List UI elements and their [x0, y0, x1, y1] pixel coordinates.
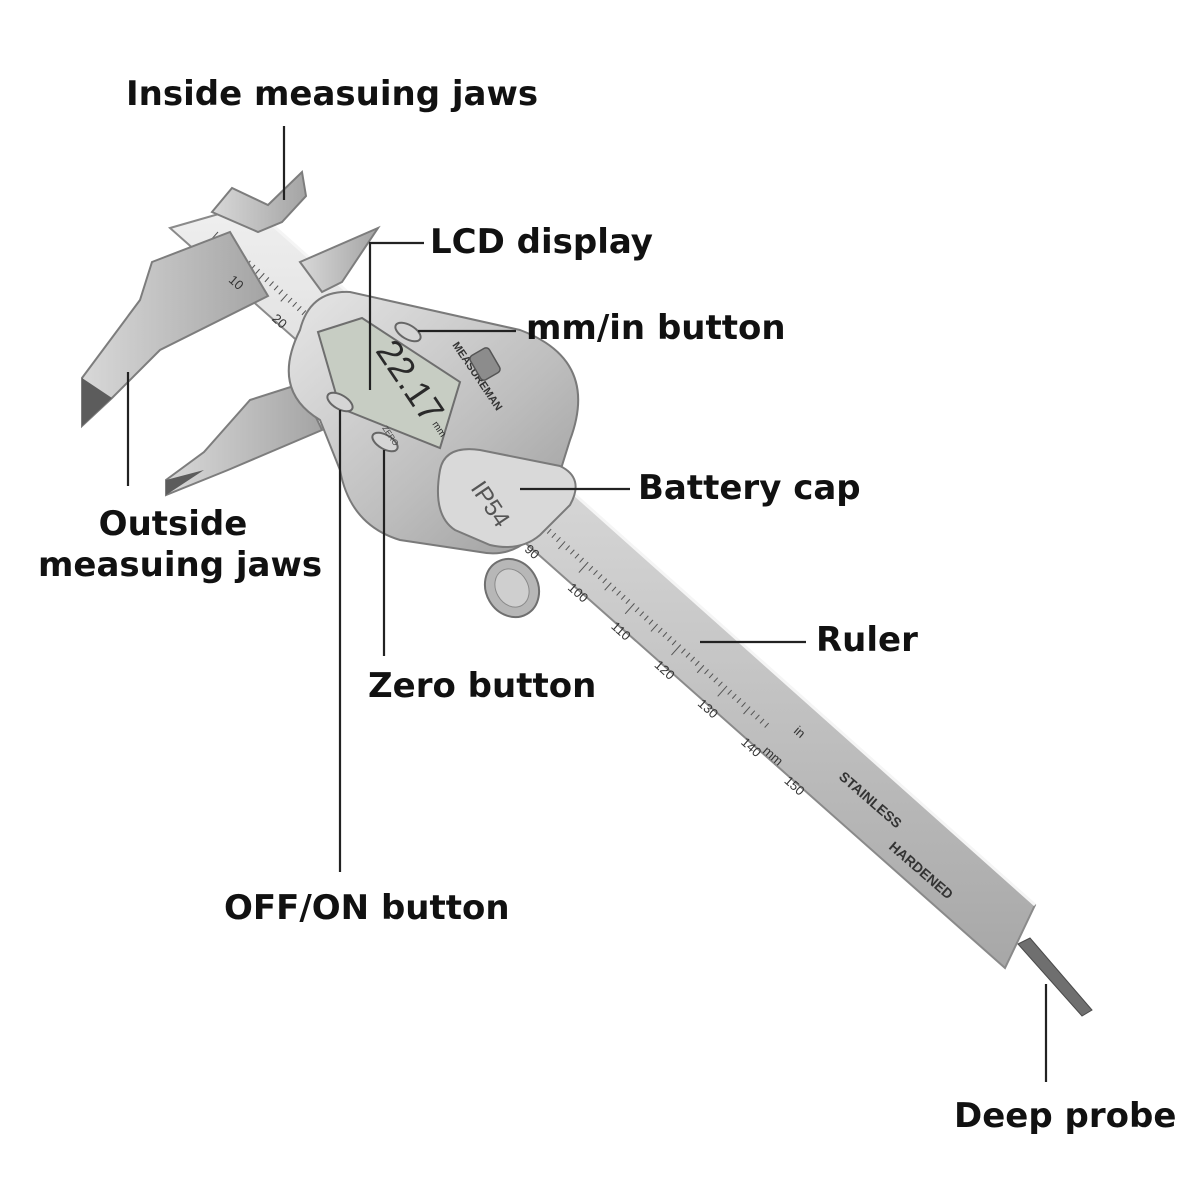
ruler-tick: [731, 693, 737, 699]
ruler-tick: [759, 718, 765, 724]
ruler-tick: [681, 648, 686, 654]
leader-lcd-display: [368, 241, 424, 390]
ruler-tick: [717, 685, 728, 697]
ruler-tick: [597, 574, 603, 580]
ruler-tick: [278, 289, 284, 295]
ruler-tick: [565, 545, 571, 551]
label-lcd-display: LCD display: [430, 222, 653, 262]
ruler-tick: [558, 541, 566, 550]
ruler-tick: [255, 268, 261, 274]
ruler-tick: [264, 277, 270, 283]
ruler-tick: [287, 297, 293, 303]
thumb-wheel-face: [494, 568, 530, 608]
sliding-jaw-face: [166, 470, 204, 495]
mm-in-button[interactable]: [392, 319, 423, 345]
battery-cap[interactable]: [436, 448, 577, 548]
sliding-inside-jaw: [298, 225, 381, 294]
ruler-tick: [671, 640, 677, 646]
ruler-tick: [604, 582, 612, 591]
label-deep-probe: Deep probe: [954, 1096, 1177, 1136]
ruler-tick: [624, 603, 635, 615]
ruler-tick: [704, 669, 709, 675]
ruler-tick: [690, 656, 695, 662]
ruler-tick: [755, 714, 760, 720]
label-battery-cap: Battery cap: [638, 468, 861, 508]
deep-probe-rod: [1017, 937, 1093, 1017]
ruler-tick: [750, 710, 756, 716]
ruler-tick: [280, 293, 288, 302]
ruler-tick: [588, 565, 594, 572]
label-ruler: Ruler: [816, 620, 918, 660]
ruler-tick: [648, 619, 654, 625]
ruler-tick: [546, 528, 552, 534]
ruler-tick: [727, 689, 733, 695]
label-mm-in-button: mm/in button: [526, 308, 786, 348]
ruler-tick: [579, 557, 584, 563]
ruler-tick: [643, 615, 649, 621]
ruler-tick: [764, 722, 770, 728]
ruler-tick: [616, 590, 621, 596]
ruler-tick: [269, 281, 274, 287]
ruler-tick: [671, 644, 682, 656]
label-zero-button: Zero button: [368, 666, 597, 706]
ruler-tick: [657, 627, 663, 633]
label-inside-jaws: Inside measuing jaws: [126, 74, 539, 114]
ruler-tick: [685, 652, 691, 658]
ruler-tick: [662, 631, 668, 638]
ruler-tick: [292, 301, 298, 307]
off-on-button[interactable]: [324, 389, 355, 415]
ruler-tick: [736, 697, 742, 704]
ruler-tick: [569, 549, 575, 555]
fixed-inside-jaw: [210, 169, 308, 234]
ruler-tick: [620, 594, 626, 600]
ruler-tick: [574, 553, 580, 559]
ruler-tick: [556, 537, 561, 543]
top-thumb-screw[interactable]: [468, 346, 501, 381]
ruler-tick: [578, 561, 589, 573]
label-outside-jaws-line2: measuing jaws: [38, 545, 323, 586]
ruler-tick: [743, 706, 751, 715]
ruler-tick: [634, 607, 640, 613]
ruler-tick: [667, 636, 672, 642]
ruler-tick: [696, 664, 705, 674]
ruler-tick: [713, 677, 719, 683]
ruler-tick: [625, 598, 631, 605]
label-outside-jaws: Outside measuing jaws: [38, 504, 323, 587]
fixed-jaw-face: [82, 378, 112, 426]
ruler-tick: [273, 285, 279, 291]
ruler-tick: [593, 570, 598, 576]
ruler-tick: [611, 586, 617, 592]
ruler-tick: [708, 673, 714, 679]
zero-button[interactable]: [369, 429, 400, 455]
ruler-tick: [718, 681, 723, 687]
leader-lines: [126, 126, 1048, 1082]
ruler-tick: [551, 532, 557, 539]
ruler-tick: [741, 702, 746, 708]
ruler-tick: [301, 310, 307, 316]
ruler-tick: [694, 660, 700, 666]
ruler-tick: [296, 305, 302, 312]
ruler-tick: [602, 578, 608, 584]
ruler-tick: [650, 623, 658, 632]
ruler-tick: [639, 611, 645, 617]
label-outside-jaws-line1: Outside: [98, 504, 248, 544]
label-off-on-button: OFF/ON button: [224, 888, 510, 928]
